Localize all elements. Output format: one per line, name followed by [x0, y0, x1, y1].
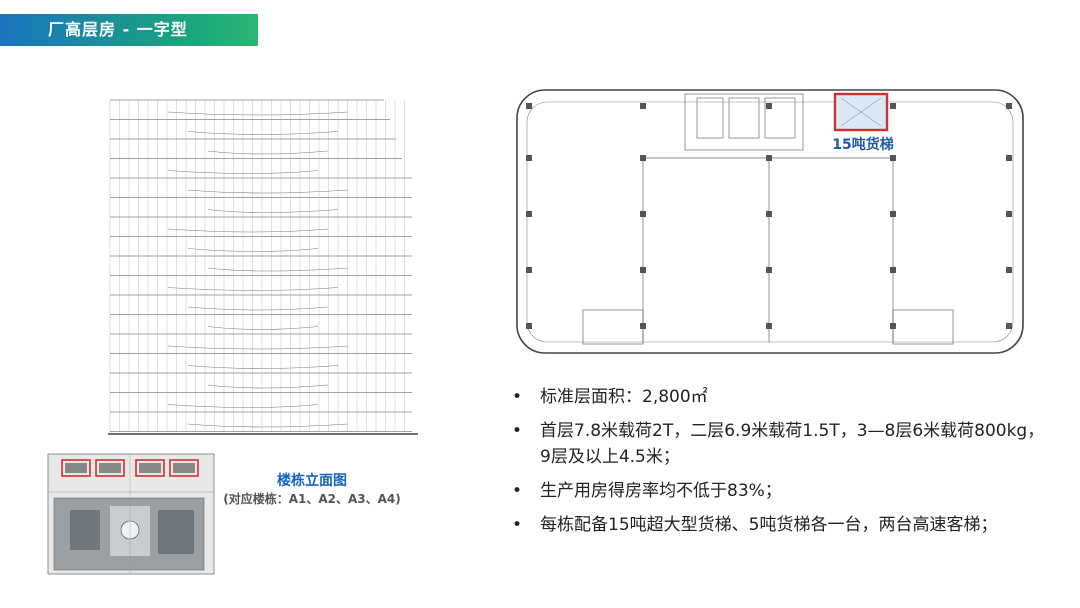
section-header: 厂高层房 - 一字型	[0, 14, 258, 46]
list-item-text: 生产用房得房率均不低于83%；	[540, 481, 782, 501]
bullet-icon: •	[512, 421, 523, 441]
specification-list: • 标准层面积：2,800㎡ • 首层7.8米载荷2T，二层6.9米载荷1.5T…	[508, 384, 1048, 546]
bullet-icon: •	[512, 481, 523, 501]
building-elevation-drawing	[108, 99, 418, 435]
elevation-subcaption: (对应楼栋：A1、A2、A3、A4)	[223, 492, 401, 506]
section-title: 厂高层房 - 一字型	[48, 20, 188, 39]
list-item-text: 标准层面积：2,800㎡	[540, 387, 708, 407]
list-item: • 首层7.8米载荷2T，二层6.9米载荷1.5T，3—8层6米载荷800kg，…	[508, 418, 1048, 470]
building-a1-highlight	[61, 459, 91, 477]
building-a4-highlight	[169, 459, 199, 477]
bullet-icon: •	[512, 515, 523, 535]
list-item: • 标准层面积：2,800㎡	[508, 384, 1048, 410]
freight-elevator-label: 15吨货梯	[832, 137, 894, 153]
list-item: • 生产用房得房率均不低于83%；	[508, 478, 1048, 504]
building-a2-highlight	[95, 459, 125, 477]
site-plan-drawing	[40, 448, 220, 580]
building-a3-highlight	[135, 459, 165, 477]
list-item-text: 首层7.8米载荷2T，二层6.9米载荷1.5T，3—8层6米载荷800kg，9层…	[540, 421, 1045, 467]
elevation-caption: 楼栋立面图	[277, 473, 347, 489]
list-item: • 每栋配备15吨超大型货梯、5吨货梯各一台，两台高速客梯；	[508, 512, 1048, 538]
floor-plan-drawing	[516, 89, 1024, 354]
bullet-icon: •	[512, 387, 523, 407]
list-item-text: 每栋配备15吨超大型货梯、5吨货梯各一台，两台高速客梯；	[540, 515, 998, 535]
